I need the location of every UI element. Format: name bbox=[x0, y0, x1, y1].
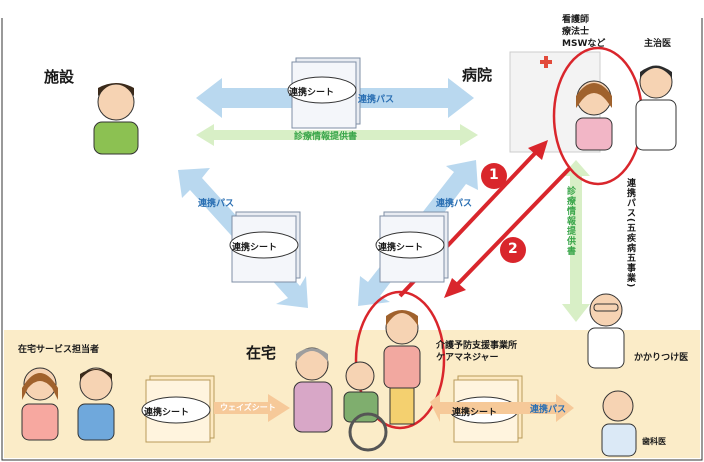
elderly-man-wheelchair bbox=[343, 361, 388, 452]
pass-label-left: 連携パス bbox=[198, 199, 235, 209]
facility-label: 施設 bbox=[44, 68, 75, 86]
info-arrow-horizontal bbox=[196, 124, 478, 146]
care-manager-person bbox=[383, 310, 421, 425]
home-label: 在宅 bbox=[246, 344, 277, 362]
sheet-home-left-label: 連携シート bbox=[144, 408, 190, 418]
home-sheet-label: ウェイズシート bbox=[220, 403, 276, 412]
hospital-label: 病院 bbox=[462, 66, 493, 84]
family-doctor-person bbox=[587, 293, 625, 369]
family-doctor-label: かかりつけ医 bbox=[634, 353, 689, 363]
info-provision-vertical-label: 診療情報提供書 bbox=[565, 186, 575, 256]
home-arrow-right bbox=[430, 394, 574, 422]
pass-label-right: 連携パス bbox=[436, 199, 473, 209]
sheet-stack-top bbox=[287, 57, 361, 129]
doctor-person bbox=[635, 65, 677, 151]
home-service-person-2 bbox=[77, 367, 115, 441]
badge-2-text: 2 bbox=[508, 241, 518, 257]
elderly-woman bbox=[293, 347, 333, 433]
sheet-stack-home-left bbox=[141, 375, 215, 443]
pass-label-top: 連携パス bbox=[358, 95, 395, 105]
info-provision-label: 診療情報提供書 bbox=[294, 132, 358, 142]
dentist-label: 歯科医 bbox=[642, 437, 666, 446]
sheet-stack-left bbox=[229, 211, 301, 283]
home-service-label: 在宅サービス担当者 bbox=[18, 345, 100, 355]
red-arrow-1-head bbox=[528, 140, 548, 160]
home-arrow-left bbox=[214, 394, 290, 422]
attending-doctor-label: 主治医 bbox=[644, 39, 672, 49]
badge-2 bbox=[500, 237, 526, 263]
sheet-left-label: 連携シート bbox=[232, 243, 278, 253]
dentist-person bbox=[601, 390, 637, 457]
facility-person bbox=[93, 83, 139, 155]
info-arrow-vertical bbox=[562, 160, 590, 322]
nurse-person bbox=[575, 80, 613, 151]
badge-1 bbox=[481, 163, 507, 189]
sheet-top-label: 連携シート bbox=[289, 88, 335, 98]
sheet-right-label: 連携シート bbox=[378, 243, 424, 253]
nurse-staff-label: 看護師 療法士 MSWなど bbox=[562, 15, 606, 49]
sheet-home-right-label: 連携シート bbox=[452, 408, 498, 418]
red-arrow-2 bbox=[450, 166, 572, 292]
pass-vertical-label: 連携パス(五疾病五事業) bbox=[625, 178, 635, 289]
care-office-label: 介護予防支援事業所 ケアマネジャー bbox=[436, 341, 518, 363]
highlight-care-manager bbox=[354, 290, 446, 430]
home-service-person-1 bbox=[21, 367, 59, 441]
red-arrow-2-head bbox=[444, 278, 466, 298]
top-band bbox=[0, 0, 704, 18]
sheet-stack-right bbox=[375, 211, 449, 283]
badge-1-text: 1 bbox=[489, 167, 499, 183]
pass-label-home: 連携パス bbox=[530, 405, 567, 415]
hospital-cross-v bbox=[544, 56, 548, 68]
